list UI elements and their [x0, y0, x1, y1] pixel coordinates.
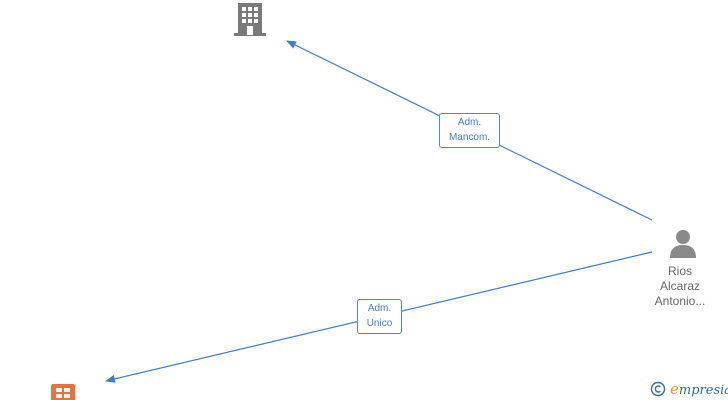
company-node-bottom[interactable] — [50, 382, 76, 400]
company-node-top[interactable] — [233, 2, 267, 36]
edge-label-line: Mancom. — [448, 132, 491, 143]
copyright-icon — [650, 381, 666, 397]
edge-label-line: Adm. — [367, 303, 392, 314]
edge-label-line: Unico — [366, 318, 393, 329]
brand-name-first-letter: e — [670, 380, 679, 398]
brand-name: empresia — [670, 380, 728, 398]
person-name[interactable]: Rios Alcaraz Antonio... — [640, 264, 720, 309]
company-icon — [51, 384, 75, 400]
edge-label-adm-unico[interactable]: Adm. Unico — [357, 299, 402, 334]
person-node[interactable] — [668, 228, 698, 258]
edge-label-adm-mancom[interactable]: Adm. Mancom. — [439, 113, 500, 148]
building-icon — [234, 3, 266, 36]
brand-name-rest: mpresia — [678, 383, 728, 398]
person-name-line: Rios — [667, 264, 692, 278]
brand-logo: empresia — [650, 380, 728, 398]
person-name-line: Alcaraz — [659, 279, 700, 293]
person-icon — [670, 230, 696, 258]
person-name-line: Antonio... — [654, 294, 706, 308]
edge-label-line: Adm. — [457, 117, 482, 128]
